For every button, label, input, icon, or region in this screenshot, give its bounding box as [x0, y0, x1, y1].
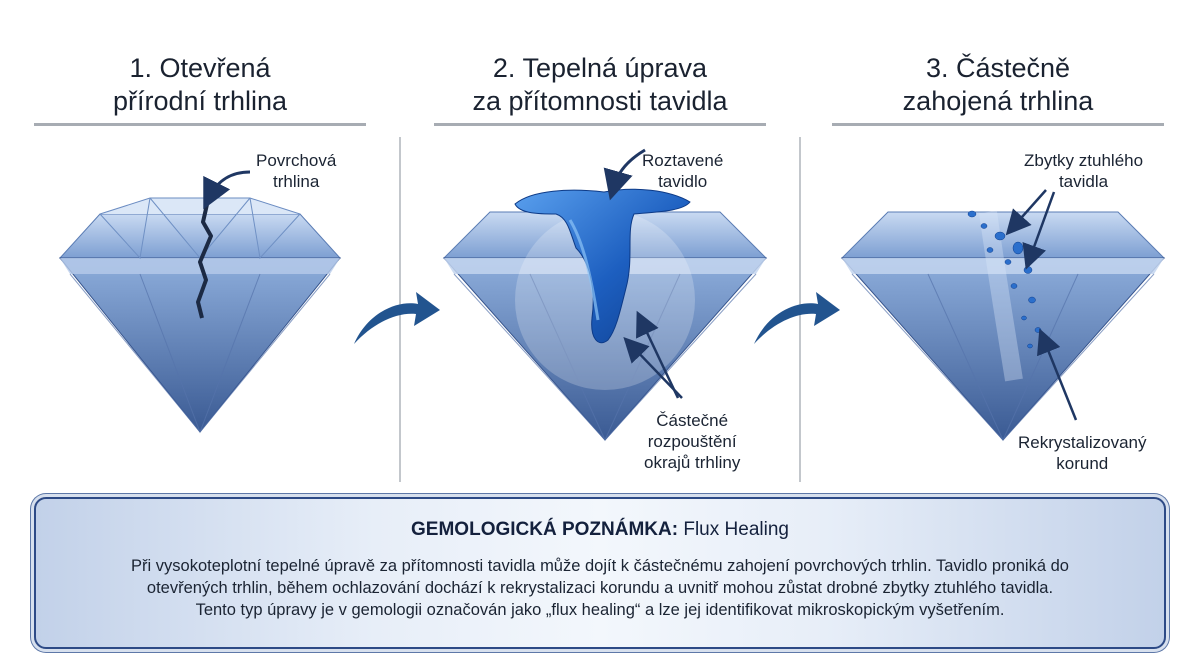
flow-arrow-icon [754, 292, 840, 344]
gem-illustration [442, 148, 768, 442]
label-surface-fissure: Povrchová trhlina [256, 151, 337, 191]
label-recrystallized-corundum: Rekrystalizovaný korund [1018, 433, 1147, 473]
note-body: Při vysokoteplotní tepelné úpravě za pří… [131, 557, 1069, 619]
title-rule [434, 123, 766, 126]
label-flux-residue: Zbytky ztuhlého tavidla [1024, 151, 1144, 191]
label-partial-dissolution: Částečné rozpouštění okrajů trhliny [644, 411, 741, 472]
gemological-note-box: GEMOLOGICKÁ POZNÁMKA: Flux Healing Při v… [34, 497, 1166, 649]
panel-title: 3. Částečně zahojená trhlina [902, 53, 1094, 116]
flow-arrow-icon [354, 292, 440, 344]
crack-line [196, 199, 213, 319]
panel-open-fissure: 1. Otevřená přírodní trhlina Povrchová t… [20, 0, 380, 490]
flux-residue-droplets [967, 210, 1042, 349]
panel-heat-treatment: 2. Tepelná úprava za přítomnosti tavidla… [420, 0, 780, 490]
label-molten-flux: Roztavené tavidlo [642, 151, 724, 191]
title-rule [832, 123, 1164, 126]
gem-illustration [58, 170, 342, 434]
title-rule [34, 123, 366, 126]
note-title: GEMOLOGICKÁ POZNÁMKA: Flux Healing [411, 519, 789, 540]
gem-illustration [840, 189, 1166, 442]
panel-title: 2. Tepelná úprava za přítomnosti tavidla [472, 53, 728, 116]
panel-healed-fissure: 3. Částečně zahojená trhlina [818, 0, 1178, 490]
panel-title: 1. Otevřená přírodní trhlina [112, 53, 288, 116]
